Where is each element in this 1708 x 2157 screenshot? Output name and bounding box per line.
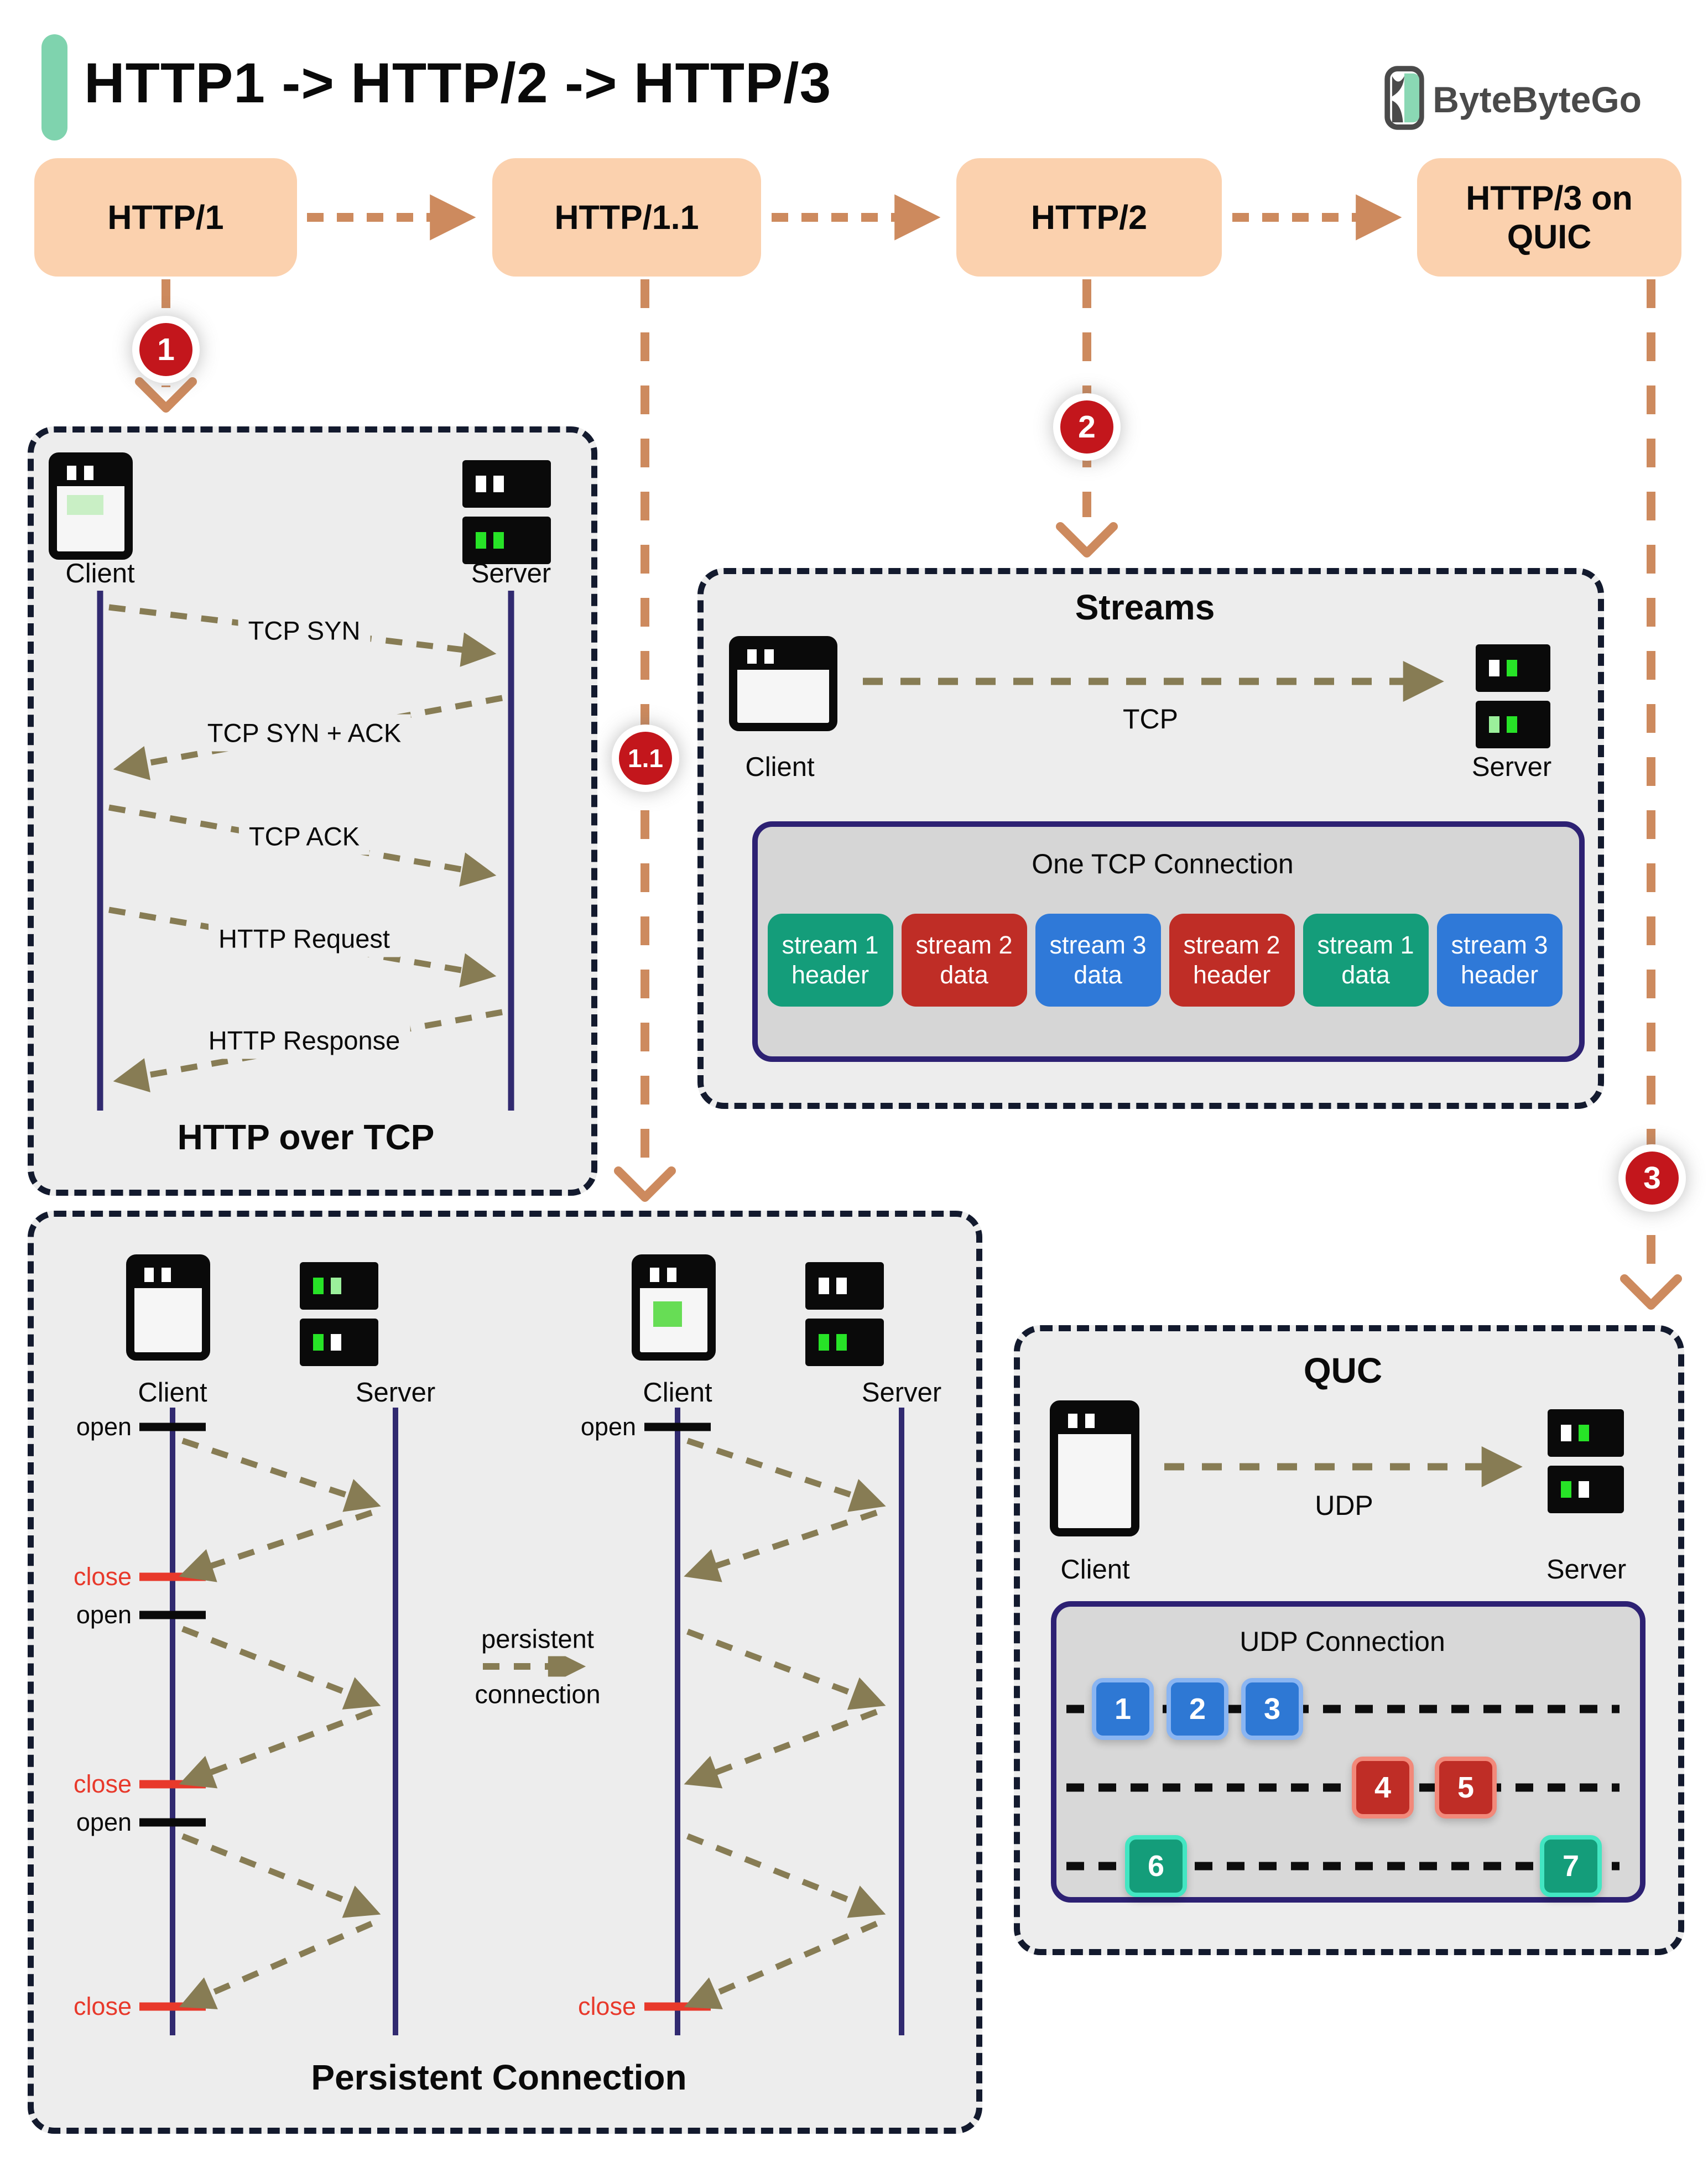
stage-http3: HTTP/3 on QUIC [1417,158,1681,277]
client-icon [126,1254,210,1361]
stream-segment: stream 1 header [767,914,893,1007]
brand-name: ByteByteGo [1433,79,1642,120]
udp-packet-4: 4 [1352,1757,1414,1819]
server-icon [1548,1409,1624,1513]
client-icon [49,452,133,560]
server-label: Server [355,1378,436,1408]
stage-http2: HTTP/2 [956,158,1222,277]
streams-panel-title: Streams [1075,587,1215,627]
server-label: Server [471,559,551,588]
message-label-http-request: HTTP Request [209,920,400,957]
udp-packet-5: 5 [1435,1757,1497,1819]
client-label: Client [745,752,815,782]
tcp-panel-title: HTTP over TCP [177,1117,435,1157]
browser-titlebar [737,644,829,670]
browser-titlebar [57,461,124,486]
udp-connection-title: UDP Connection [1240,1626,1445,1657]
client-icon [729,636,837,731]
stream-segment: stream 1 data [1303,914,1429,1007]
udp-packet-3: 3 [1241,1678,1303,1740]
title-accent-bar [41,34,67,140]
message-label-tcp-ack: TCP ACK [238,817,370,855]
browser-titlebar [134,1263,202,1288]
server-label: Server [1471,752,1552,782]
server-icon [1476,644,1550,748]
close-mark-label: close [73,1562,132,1591]
client-label: Client [65,559,135,588]
stage-http3-label: HTTP/3 on QUIC [1466,179,1633,256]
stage-http2-label: HTTP/2 [1030,198,1148,236]
stage-http11-label: HTTP/1.1 [554,198,699,236]
transport-label-udp: UDP [1315,1490,1373,1521]
step-badge-3: 3 [1618,1144,1686,1212]
step-badge-1-1: 1.1 [612,725,679,792]
udp-packet-2: 2 [1167,1678,1228,1740]
server-icon [462,460,551,564]
server-label: Server [861,1378,942,1408]
udp-packet-1: 1 [1092,1678,1154,1740]
page-title: HTTP1 -> HTTP/2 -> HTTP/3 [84,51,832,114]
client-label: Client [643,1378,712,1408]
open-mark-label: open [76,1413,132,1441]
server-icon [300,1262,378,1366]
transport-label-tcp: TCP [1123,704,1178,734]
open-mark-label: open [76,1601,132,1629]
server-icon [805,1262,884,1366]
persistent-panel-title: Persistent Connection [311,2057,687,2097]
client-icon [1050,1400,1139,1536]
stream-segment: stream 2 data [901,914,1027,1007]
step-badge-1: 1 [132,316,200,383]
client-icon [632,1254,716,1361]
client-label: Client [138,1378,207,1408]
close-mark-label: close [73,1992,132,2020]
browser-titlebar [1058,1409,1131,1434]
stream-segment: stream 3 header [1436,914,1563,1007]
stage-http1-label: HTTP/1 [107,198,224,236]
stage-http1: HTTP/1 [34,158,297,277]
stream-segment: stream 3 data [1035,914,1161,1007]
persistent-label-line2: connection [467,1676,608,1712]
message-label-tcp-syn-ack: TCP SYN + ACK [197,714,412,752]
message-label-tcp-syn: TCP SYN [238,612,371,649]
bytebytego-owl-icon [1384,65,1425,133]
udp-packet-7: 7 [1540,1835,1602,1897]
one-tcp-connection-title: One TCP Connection [1032,848,1294,879]
brand-logo: ByteByteGo [1384,65,1642,133]
close-mark-label: close [73,1770,132,1798]
stage-http11: HTTP/1.1 [492,158,761,277]
open-mark-label: open [580,1413,636,1441]
udp-packet-6: 6 [1125,1835,1187,1897]
stream-segments-row: stream 1 header stream 2 data stream 3 d… [764,914,1565,1007]
client-label: Client [1060,1555,1130,1585]
open-mark-label: open [76,1808,132,1836]
stream-segment: stream 2 header [1169,914,1295,1007]
browser-titlebar [640,1263,707,1288]
quc-panel-title: QUC [1303,1351,1383,1390]
server-label: Server [1546,1555,1627,1585]
message-label-http-response: HTTP Response [198,1022,410,1059]
persistent-label-line1: persistent [473,1621,602,1656]
step-badge-2: 2 [1053,393,1121,461]
close-mark-label: close [577,1992,636,2020]
